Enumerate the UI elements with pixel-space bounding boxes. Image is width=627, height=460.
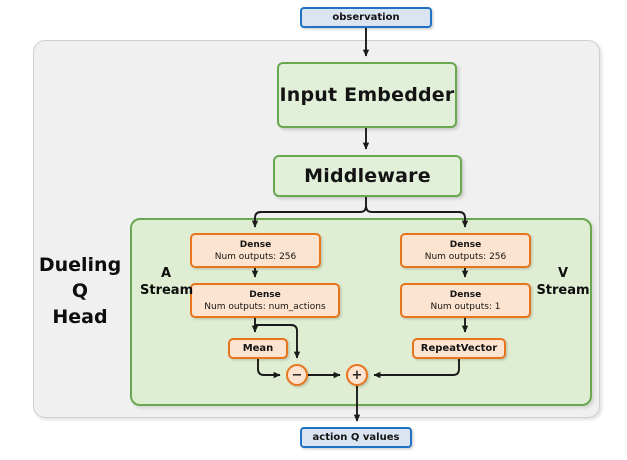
repeat-vector-node[interactable]: RepeatVector (412, 338, 506, 359)
v-stream-dense-256-node[interactable]: Dense Num outputs: 256 (400, 233, 531, 268)
v-stream-label-line2: Stream (536, 283, 590, 298)
middleware-node[interactable]: Middleware (273, 155, 462, 197)
a-stream-label-line1: A (160, 266, 172, 281)
middleware-label: Middleware (304, 165, 431, 187)
v-stream-dense-1-node[interactable]: Dense Num outputs: 1 (400, 283, 531, 318)
subtract-symbol: − (291, 367, 303, 383)
input-embedder-label: Input Embedder (279, 84, 455, 106)
repeat-vector-label: RepeatVector (420, 342, 498, 354)
v-stream-dense-256-subtitle: Num outputs: 256 (424, 251, 507, 262)
mean-label: Mean (242, 342, 274, 354)
a-stream-dense-num-actions-title: Dense (249, 289, 281, 300)
dueling-q-head-label: Dueling Q Head (30, 252, 130, 330)
a-stream-label-line2: Stream (140, 283, 194, 298)
a-stream-label: A Stream (140, 265, 194, 299)
v-stream-dense-1-subtitle: Num outputs: 1 (430, 301, 501, 312)
dueling-q-head-label-line1: Dueling Q (38, 254, 122, 302)
subtract-operator-node[interactable]: − (286, 364, 308, 386)
action-q-values-node[interactable]: action Q values (300, 427, 412, 448)
v-stream-dense-1-title: Dense (449, 289, 482, 300)
mean-node[interactable]: Mean (228, 338, 288, 359)
input-embedder-node[interactable]: Input Embedder (277, 62, 457, 128)
observation-node[interactable]: observation (300, 7, 432, 28)
a-stream-dense-256-subtitle: Num outputs: 256 (214, 251, 297, 262)
action-q-values-label: action Q values (312, 432, 400, 443)
v-stream-dense-256-title: Dense (449, 239, 482, 250)
a-stream-dense-256-title: Dense (239, 239, 272, 250)
add-symbol: + (351, 367, 363, 383)
a-stream-dense-num-actions-node[interactable]: Dense Num outputs: num_actions (190, 283, 340, 318)
a-stream-dense-256-node[interactable]: Dense Num outputs: 256 (190, 233, 321, 268)
add-operator-node[interactable]: + (346, 364, 368, 386)
dueling-q-head-label-line2: Head (52, 306, 108, 328)
v-stream-label-line1: V (557, 266, 569, 281)
observation-label: observation (332, 12, 400, 23)
a-stream-dense-num-actions-subtitle: Num outputs: num_actions (204, 301, 326, 312)
v-stream-label: V Stream (536, 265, 590, 299)
